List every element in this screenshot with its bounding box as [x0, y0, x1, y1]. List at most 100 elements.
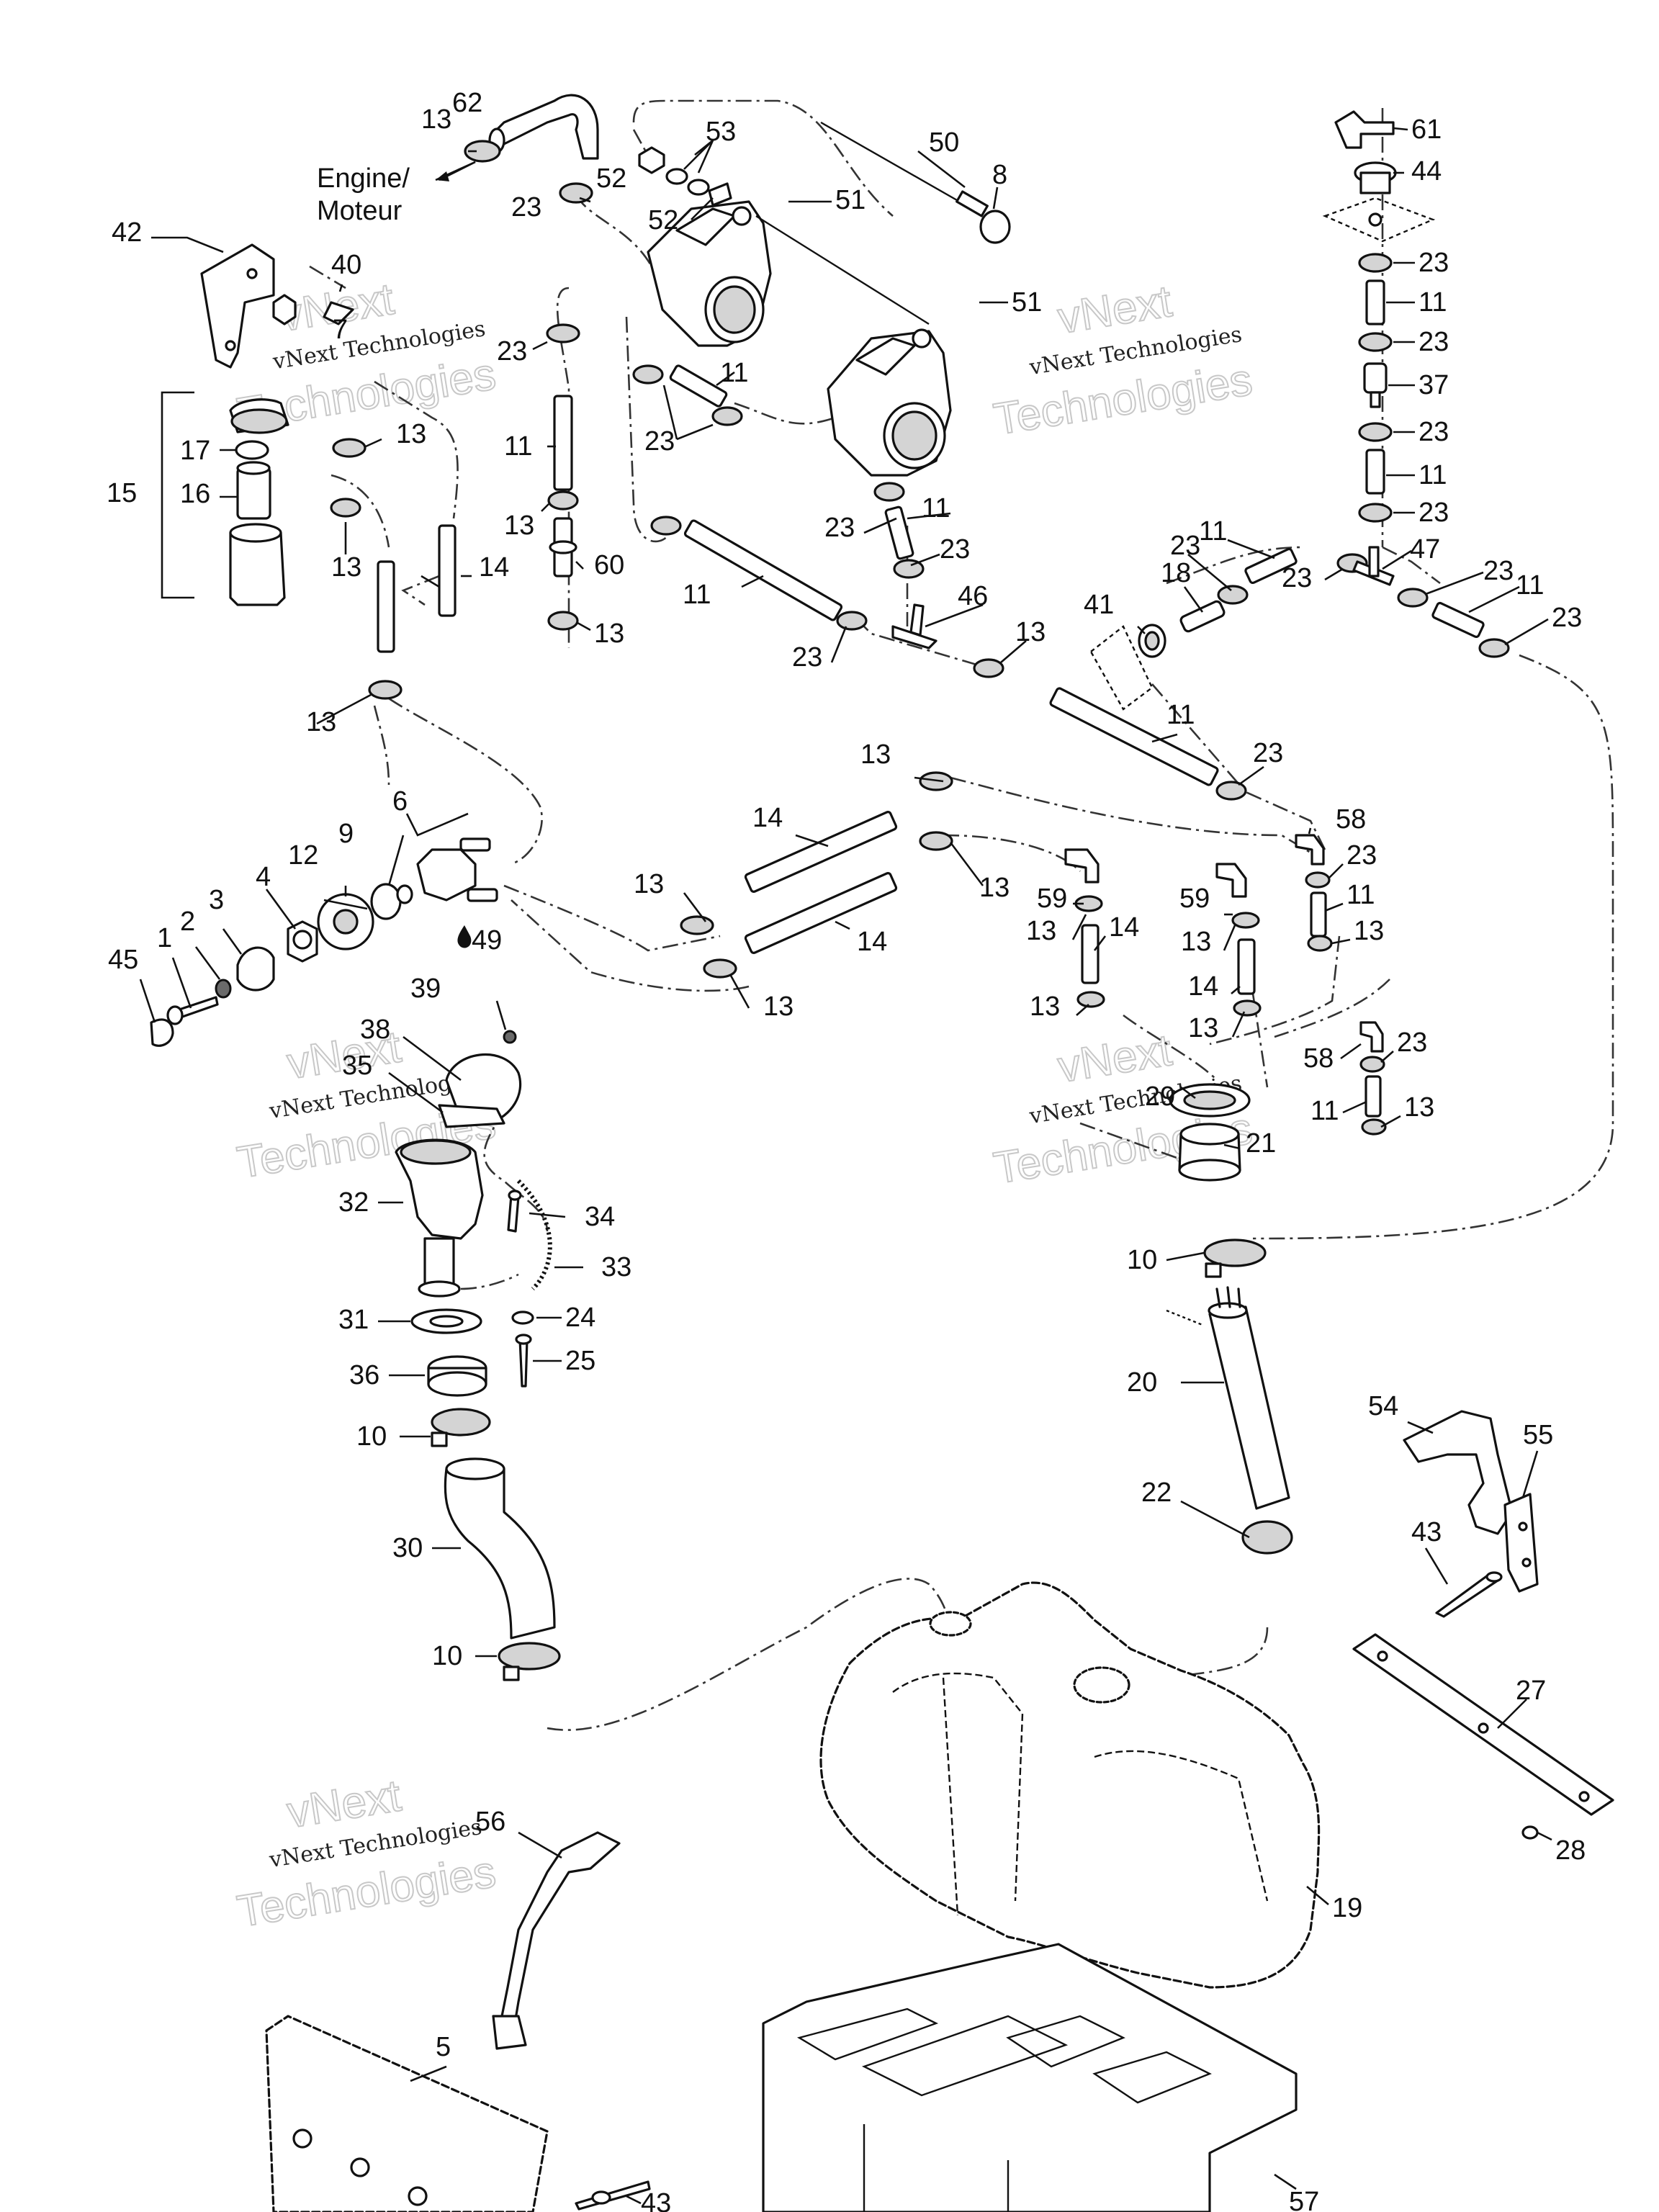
part-12-plate	[317, 893, 374, 950]
callout-13: 13	[1015, 617, 1046, 647]
part-23-clamp-carb-a	[632, 364, 664, 385]
callout-23: 23	[1419, 327, 1449, 357]
callout-3: 3	[209, 885, 224, 915]
part-2-washer	[215, 979, 232, 999]
callout-23: 23	[1419, 248, 1449, 278]
callout-11: 11	[1346, 880, 1375, 910]
throttle-link	[755, 215, 930, 325]
callout-7: 7	[333, 315, 348, 345]
callout-1: 1	[157, 923, 172, 953]
callout-13: 13	[1404, 1092, 1434, 1123]
callout-28: 28	[1555, 1835, 1586, 1866]
part-11-hose-58b	[1364, 1075, 1382, 1118]
part-4-nut	[287, 920, 318, 963]
part-14-hose-59a	[1081, 924, 1100, 984]
part-47-t-fitting	[1352, 546, 1395, 586]
part-11-hose-vertical-a	[553, 395, 573, 491]
callout-58: 58	[1336, 804, 1366, 835]
callout-13: 13	[1181, 927, 1211, 957]
callout-15: 15	[107, 478, 137, 508]
part-13-clamp-58b	[1361, 1118, 1387, 1136]
part-30-filler-hose	[444, 1457, 556, 1640]
callout-51: 51	[835, 185, 866, 215]
callout-13: 13	[331, 552, 361, 583]
callout-27: 27	[1516, 1676, 1546, 1706]
callout-60: 60	[594, 550, 624, 580]
part-10-clamp-lower	[498, 1642, 561, 1681]
callout-13: 13	[1026, 916, 1056, 946]
callout-34: 34	[585, 1202, 615, 1232]
callout-36: 36	[349, 1360, 379, 1390]
part-23-clamp-58a	[1305, 871, 1331, 889]
callout-51: 51	[1012, 287, 1042, 318]
part-13-clamp-59b	[1231, 912, 1260, 929]
vent-plate	[1322, 197, 1436, 243]
callout-53: 53	[706, 117, 736, 147]
part-23-clamp-carb-f	[893, 559, 925, 579]
part-23-clamp-r3	[1358, 422, 1393, 442]
part-23-clamp-r5	[1397, 588, 1429, 608]
part-13-clamp-center-d	[703, 958, 737, 979]
callout-33: 33	[601, 1252, 631, 1282]
bracket-15	[161, 391, 194, 599]
svg-text:vNext: vNext	[1055, 276, 1175, 343]
part-53-fitting-b	[687, 179, 710, 196]
part-22-sender-ring	[1241, 1520, 1293, 1555]
part-13-clamp-t	[973, 658, 1004, 678]
part-14-hose-59b	[1237, 938, 1256, 995]
part-13-clamp-58a	[1307, 935, 1333, 952]
callout-58: 58	[1303, 1043, 1334, 1074]
callout-13: 13	[1188, 1013, 1218, 1043]
callout-45: 45	[108, 945, 138, 975]
part-54-strap	[1403, 1410, 1514, 1535]
part-50-choke-cable	[820, 121, 989, 217]
callout-6: 6	[392, 786, 408, 817]
callout-25: 25	[565, 1346, 595, 1376]
callout-23: 23	[1282, 563, 1312, 593]
callout-13: 13	[594, 619, 624, 649]
part-6-fuel-valve	[416, 837, 498, 902]
part-13-clamp-59a-bottom	[1076, 991, 1105, 1008]
callout-11: 11	[1199, 516, 1227, 547]
callout-2: 2	[180, 907, 195, 937]
callout-14: 14	[1188, 971, 1218, 1002]
part-28-screw	[1521, 1825, 1539, 1840]
callout-13: 13	[1354, 916, 1384, 946]
part-52-nozzle	[708, 182, 732, 207]
part-56-strap	[492, 1831, 621, 2050]
callout-54: 54	[1368, 1391, 1398, 1421]
part-carburetor-lower	[827, 328, 952, 477]
callout-4: 4	[256, 862, 271, 892]
part-57-tank-tray	[762, 1943, 1298, 2212]
callout-11: 11	[1516, 570, 1544, 601]
part-23-clamp-r1	[1358, 253, 1393, 273]
part-44-grommet	[1354, 161, 1397, 194]
callout-23: 23	[1552, 603, 1582, 633]
callout-13: 13	[860, 739, 891, 770]
part-23-clamp-r6	[1478, 638, 1510, 658]
part-9-o-ring	[370, 883, 402, 920]
part-36-nut	[427, 1355, 487, 1397]
part-11-hose-r2	[1365, 449, 1385, 495]
callout-14: 14	[1109, 912, 1139, 943]
callout-32: 32	[338, 1187, 369, 1218]
part-40-screw	[323, 301, 354, 325]
callout-62: 62	[452, 88, 482, 118]
part-11-hose-short	[669, 364, 728, 408]
part-23-clamp-carb-c	[650, 516, 682, 536]
callout-23: 23	[792, 642, 822, 673]
callout-23: 23	[497, 336, 527, 367]
callout-41: 41	[1084, 590, 1114, 620]
part-59-elbow-b	[1215, 863, 1247, 898]
part-25-screw	[515, 1334, 532, 1388]
part-29-cap-ring	[1169, 1083, 1251, 1118]
callout-49: 49	[472, 925, 502, 956]
part-62-engine-hose	[488, 94, 599, 160]
svg-text:Engine/: Engine/	[317, 163, 410, 194]
callout-44: 44	[1411, 156, 1442, 186]
part-20-fuel-sender	[1166, 1286, 1290, 1510]
part-23-clamp-carb-d	[836, 611, 868, 631]
engine-label: Engine/ Moteur	[317, 161, 476, 226]
callout-42: 42	[112, 217, 142, 248]
